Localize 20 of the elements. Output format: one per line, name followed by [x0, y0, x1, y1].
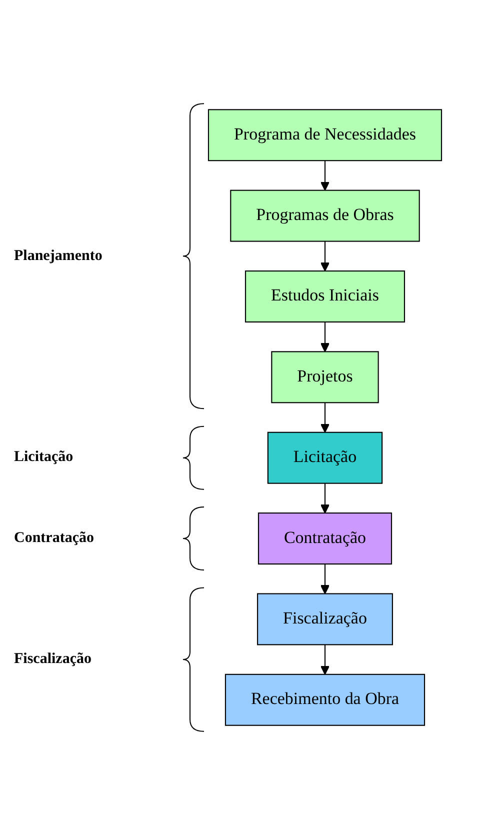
- phase-label: Planejamento: [14, 248, 102, 265]
- phase-label: Licitação: [14, 449, 74, 466]
- phase-label: Contratação: [14, 530, 94, 548]
- phase-label: Fiscalização: [14, 651, 92, 668]
- node-box: [244, 270, 406, 322]
- node-box: [267, 432, 383, 484]
- arrow: [320, 402, 330, 433]
- node-box: [271, 351, 379, 404]
- flowchart: Programa de Necessidades Programas de Obras Estudos Iniciais Projetos Licitação Contratação Fiscalização Recebimento da Obra: [200, 10, 450, 825]
- arrow: [320, 160, 330, 191]
- arrow: [320, 483, 330, 514]
- arrow: [320, 322, 330, 352]
- node-box: [257, 593, 393, 646]
- node-box: [230, 190, 420, 242]
- arrow: [320, 241, 330, 272]
- arrow: [320, 564, 330, 594]
- arrow: [320, 644, 330, 675]
- node-box: [224, 674, 426, 726]
- node-box: [258, 512, 392, 565]
- node-box: [208, 109, 442, 162]
